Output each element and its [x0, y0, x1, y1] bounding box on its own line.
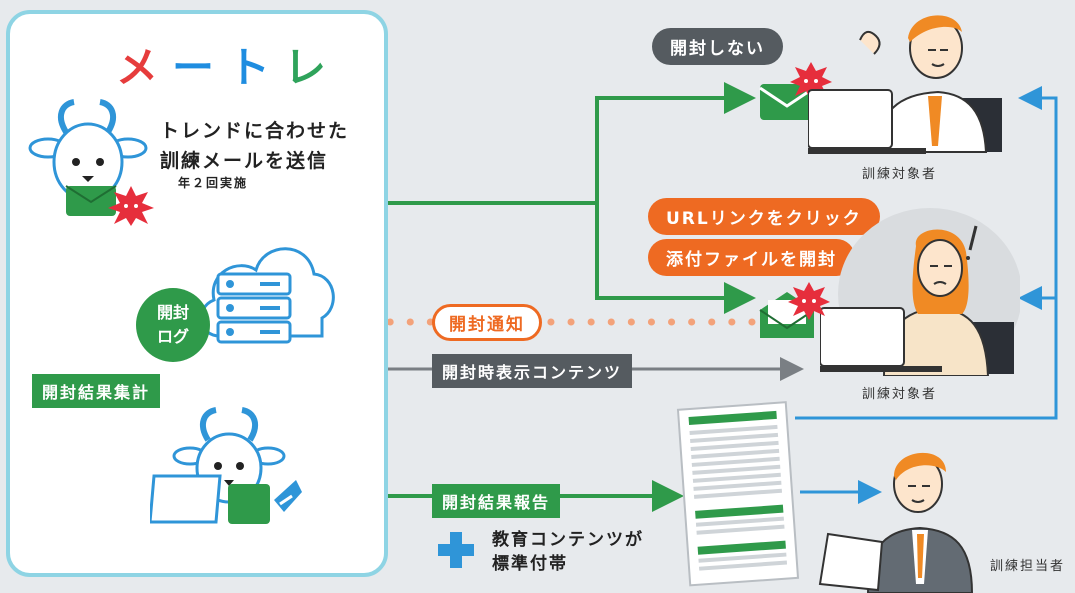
goat-laptop-icon [150, 407, 302, 524]
manager-role: 訓練担当者 [990, 559, 1066, 574]
cloud-server-icon [199, 247, 335, 344]
middle-trainee-role: 訓練対象者 [862, 387, 938, 402]
open-log-badge: 開封ログ [136, 288, 210, 362]
report-document-icon [676, 401, 800, 587]
plus-icon [438, 532, 474, 568]
attachment-open-label: 添付ファイルを開封 [648, 239, 855, 276]
virus-icon [788, 282, 830, 320]
log-line-2: ログ [156, 327, 189, 346]
send-line-middle [595, 203, 756, 314]
url-click-label: URLリンクをクリック [648, 198, 880, 235]
intro-frequency: 年２回実施 [178, 176, 249, 190]
logo-char-4: レ [284, 43, 341, 92]
logo-char-1: メ [116, 43, 173, 92]
edu-note: 教育コンテンツが 標準付帯 [492, 528, 644, 576]
intro-line-1: トレンドに合わせた [160, 120, 350, 142]
report-label: 開封結果報告 [432, 484, 561, 518]
open-notice-label: 開封通知 [432, 304, 542, 341]
log-line-1: 開封 [156, 303, 189, 322]
trainee-surprised-icon [820, 208, 1020, 376]
virus-icon [108, 186, 154, 226]
manager-icon [818, 452, 974, 593]
open-content-label: 開封時表示コンテンツ [432, 354, 633, 388]
edu-line-2: 標準付帯 [492, 554, 568, 574]
aggregate-label: 開封結果集計 [32, 374, 161, 408]
goat-mascot-icon [28, 99, 148, 216]
intro-line-2: 訓練メールを送信 [160, 150, 329, 172]
service-logo: メートレ [116, 34, 340, 95]
logo-char-2: ー [172, 43, 229, 92]
edu-line-1: 教育コンテンツが [492, 530, 644, 550]
trainee-calm-icon [808, 15, 1002, 154]
blue-line-right [795, 86, 1058, 420]
no-open-label: 開封しない [652, 28, 783, 65]
top-trainee-role: 訓練対象者 [862, 167, 938, 182]
service-intro: トレンドに合わせた 訓練メールを送信 [160, 116, 349, 176]
logo-char-3: ト [228, 43, 285, 92]
